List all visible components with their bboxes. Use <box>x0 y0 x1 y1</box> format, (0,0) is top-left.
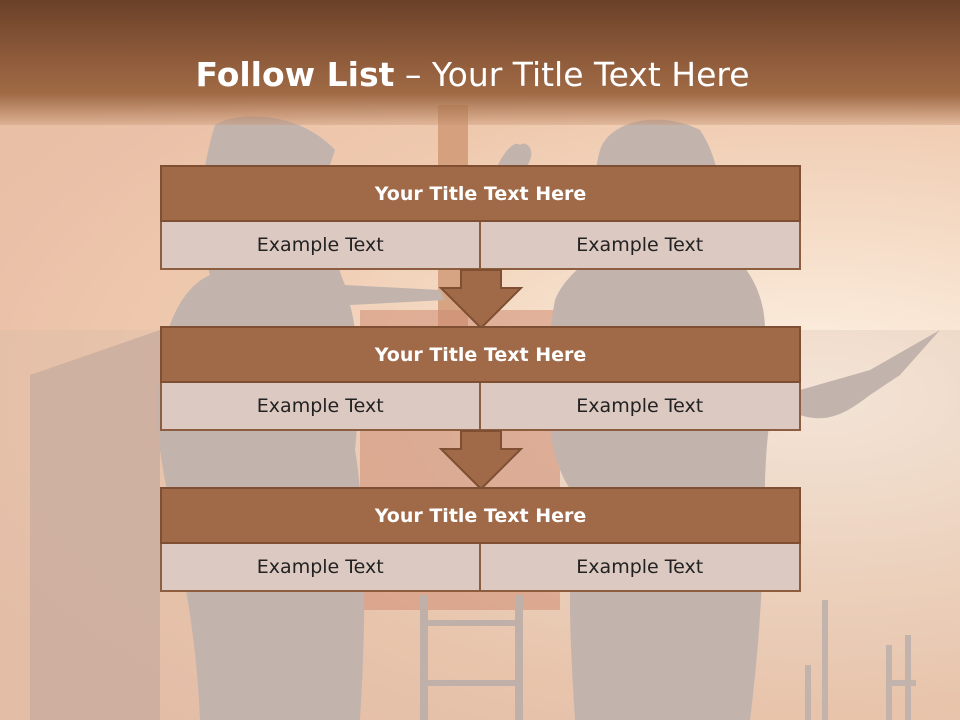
header-band <box>0 0 960 125</box>
block-cell-left: Example Text <box>160 222 481 270</box>
slide-title-rest: – Your Title Text Here <box>394 55 750 94</box>
block-cell-right: Example Text <box>480 544 801 592</box>
slide-title: Follow List – Your Title Text Here <box>0 52 945 98</box>
block-row: Example Text Example Text <box>160 383 801 431</box>
list-block-1: Your Title Text Here Example Text Exampl… <box>160 165 801 270</box>
block-cell-right: Example Text <box>480 383 801 431</box>
block-row: Example Text Example Text <box>160 222 801 270</box>
block-cell-left: Example Text <box>160 544 481 592</box>
block-cell-right: Example Text <box>480 222 801 270</box>
block-cell-left: Example Text <box>160 383 481 431</box>
list-block-3: Your Title Text Here Example Text Exampl… <box>160 487 801 592</box>
block-title: Your Title Text Here <box>160 165 801 222</box>
down-arrow-icon <box>438 430 524 491</box>
down-arrow-icon <box>438 269 524 330</box>
block-row: Example Text Example Text <box>160 544 801 592</box>
list-block-2: Your Title Text Here Example Text Exampl… <box>160 326 801 431</box>
slide-title-bold: Follow List <box>195 55 395 94</box>
block-title: Your Title Text Here <box>160 326 801 383</box>
block-title: Your Title Text Here <box>160 487 801 544</box>
